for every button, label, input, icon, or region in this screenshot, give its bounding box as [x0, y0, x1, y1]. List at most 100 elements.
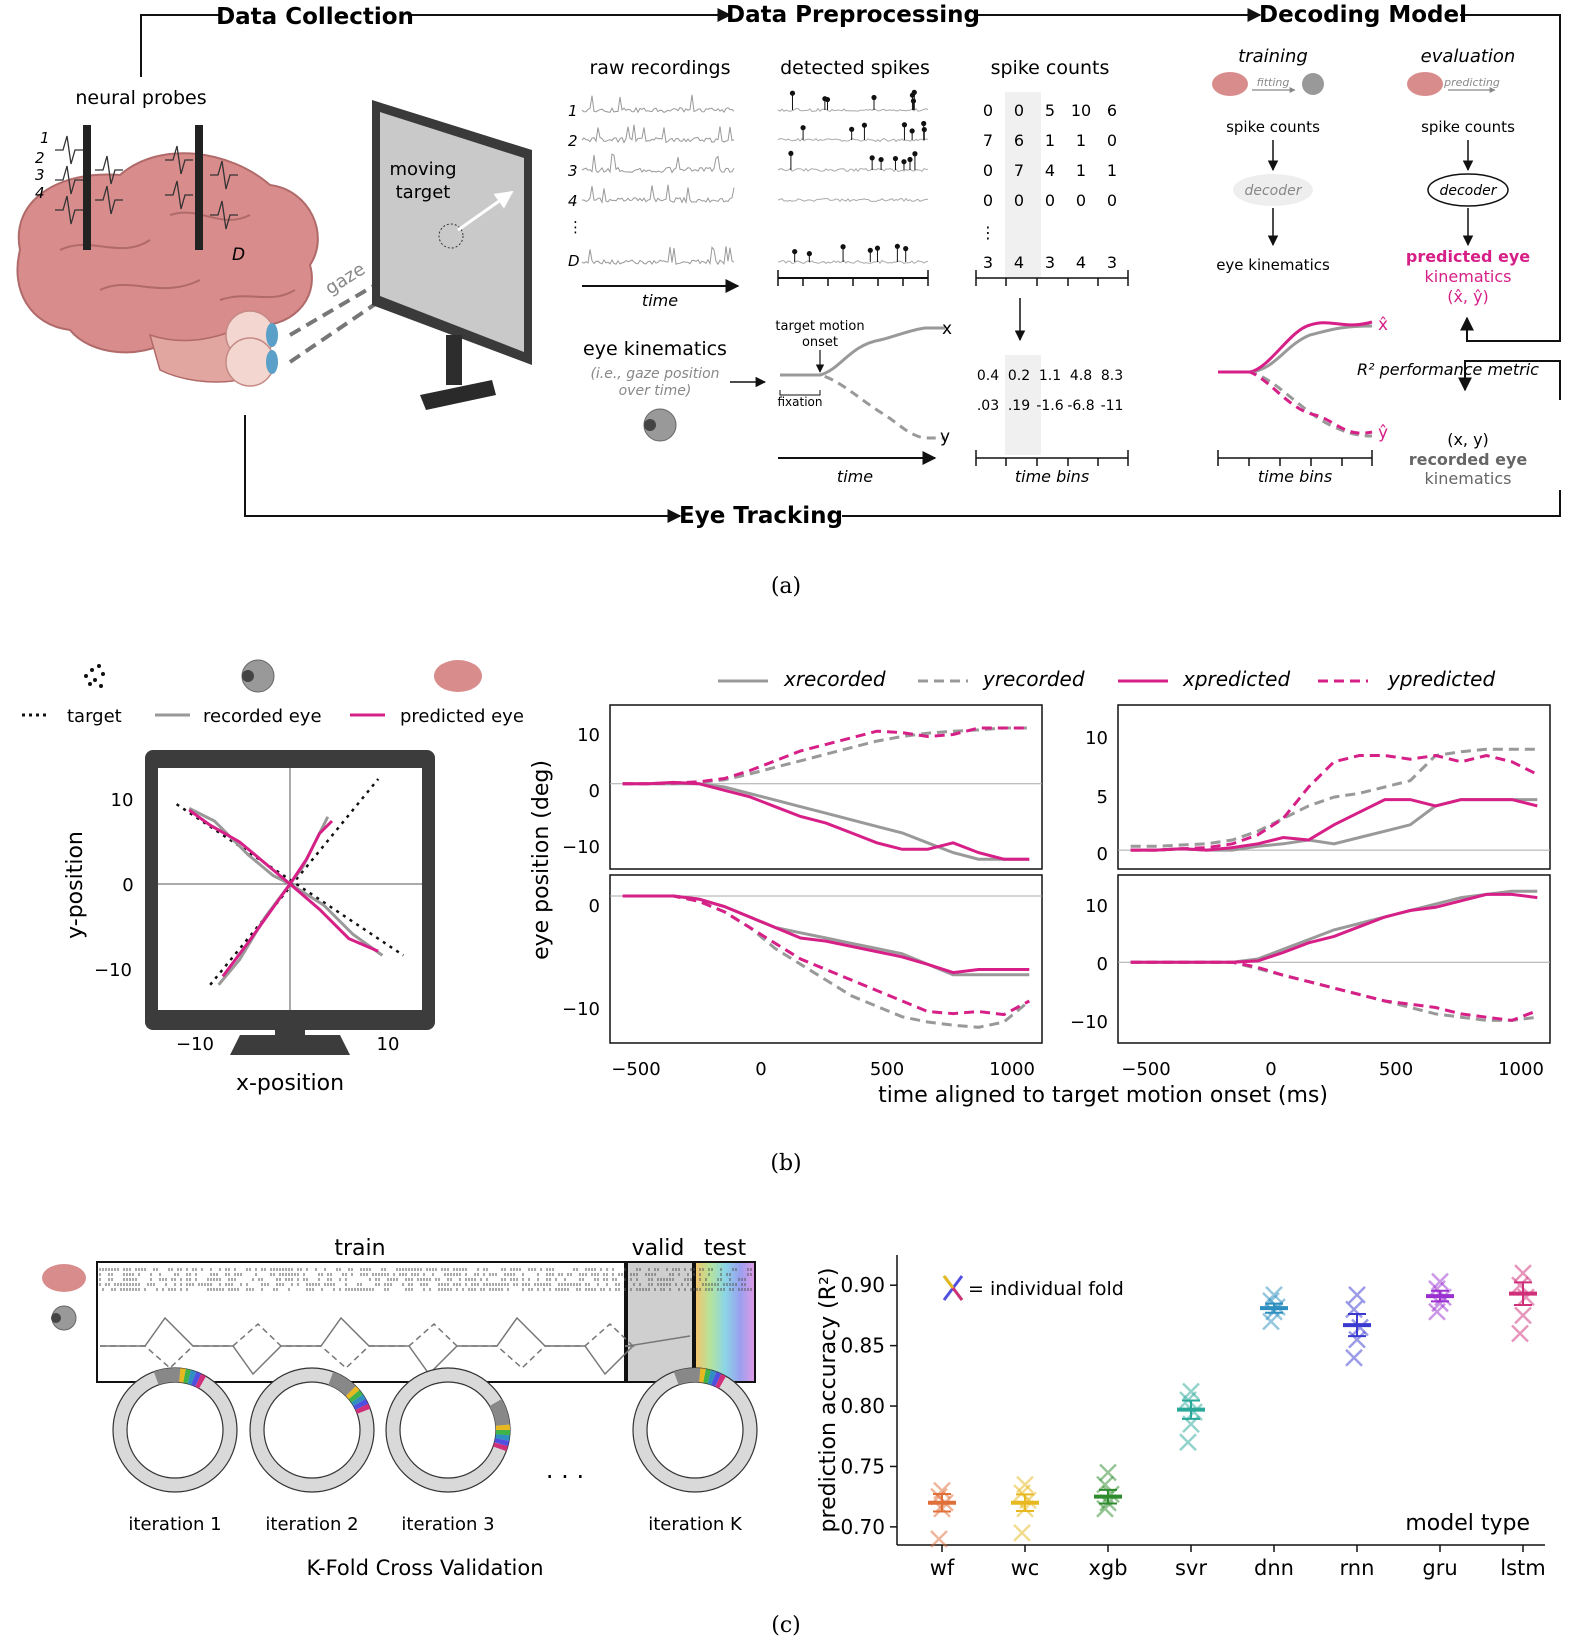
- spike-dot: [921, 121, 926, 126]
- acc-xtick-lstm: lstm: [1500, 1556, 1545, 1580]
- iteration-k-label: iteration K: [648, 1514, 743, 1535]
- raw-trace-row: [582, 125, 734, 143]
- evaluation-label: evaluation: [1421, 46, 1516, 67]
- fold-ring-inner: [264, 1382, 360, 1478]
- valid-segment: [156, 1375, 180, 1378]
- ytick-br-neg10: −10: [1070, 1012, 1108, 1033]
- test-segment: [501, 1440, 502, 1445]
- count-cell: 7: [1014, 161, 1024, 180]
- spike-baseline-row: [778, 169, 928, 172]
- fold-ring-inner: [127, 1382, 223, 1478]
- spike-dot: [895, 244, 900, 249]
- spike-dot: [901, 159, 906, 164]
- count-cell: 5: [1045, 101, 1055, 120]
- spike-dot: [849, 127, 854, 132]
- caption-a: (a): [771, 574, 801, 599]
- y-recorded-line: [1131, 749, 1538, 846]
- spike-traces: [778, 90, 928, 264]
- count-cell: 10: [1071, 101, 1091, 120]
- train-label: train: [334, 1236, 385, 1261]
- fold-marker-rnn: [1352, 1320, 1368, 1336]
- time-label-kin: time: [837, 467, 873, 486]
- eye-kin-note-1: (i.e., gaze position: [590, 366, 719, 382]
- x-predicted-line: [623, 896, 1030, 973]
- acc-xlabel: model type: [1405, 1511, 1530, 1536]
- xtick-r-neg500: −500: [1121, 1059, 1170, 1080]
- legend-eye-icon: [242, 660, 274, 692]
- predicting-label: predicting: [1443, 76, 1500, 89]
- acc-ytick-label: 0.80: [840, 1394, 885, 1418]
- legend-predicted-eye: predicted eye: [400, 706, 524, 727]
- row-label-2: 2: [568, 132, 578, 150]
- count-cell: 0: [983, 191, 993, 210]
- fold-marker-lstm: [1512, 1326, 1528, 1342]
- valid-label: valid: [632, 1236, 685, 1261]
- test-segment: [180, 1375, 185, 1376]
- c-brain-icon: [42, 1264, 86, 1292]
- raw-trace-row: [582, 154, 734, 172]
- count-cell: 1: [1076, 161, 1086, 180]
- spike-dot: [912, 151, 917, 156]
- spike-dot: [911, 98, 916, 103]
- test-segment: [360, 1403, 362, 1407]
- matrix-dots: ⋮: [980, 223, 996, 242]
- kin-cell: -6.8: [1067, 398, 1094, 414]
- count-cell: 1: [1045, 131, 1055, 150]
- count-cell: 0: [983, 101, 993, 120]
- valid-segment: [676, 1375, 700, 1378]
- recorded-eye-label-1: (x, y): [1447, 430, 1489, 449]
- spike-dot: [893, 156, 898, 161]
- x-predicted-line: [1131, 894, 1538, 962]
- panel-c: train valid test iteration 1 iteration 2…: [42, 1236, 1546, 1638]
- count-cell: 0: [1107, 191, 1117, 210]
- acc-ytick-label: 0.90: [840, 1273, 885, 1297]
- spike-dot: [800, 125, 805, 130]
- spike-baseline-row: [778, 139, 928, 142]
- count-cell: 0: [1076, 191, 1086, 210]
- c-eye-icon: [51, 1306, 76, 1330]
- count-cell: 4: [1076, 253, 1086, 272]
- kin-cell: 4.8: [1070, 368, 1092, 384]
- xtick-l-0: 0: [755, 1059, 766, 1080]
- count-cell: 3: [1045, 253, 1055, 272]
- acc-ytick-label: 0.70: [840, 1515, 885, 1539]
- row-label-4: 4: [568, 192, 578, 210]
- time-bins-label-decode: time bins: [1258, 467, 1332, 486]
- flow-data-collection: Data Collection: [216, 4, 414, 30]
- legend-brain-icon: [434, 660, 482, 692]
- eye-icon-a: [644, 409, 676, 441]
- kin-cell: 0.4: [977, 368, 999, 384]
- ytick-tr-0: 0: [1097, 844, 1108, 865]
- kin-cell: -11: [1101, 398, 1124, 414]
- spike-dot: [807, 251, 812, 256]
- subplot-frame: [610, 875, 1042, 1043]
- xy-monitor-plot: [145, 750, 435, 1055]
- count-cell: 1: [1107, 161, 1117, 180]
- test-segment: [351, 1391, 354, 1395]
- count-cell: 0: [1045, 191, 1055, 210]
- kin-cell: 8.3: [1101, 368, 1123, 384]
- y-trace-label: y: [940, 427, 950, 447]
- channel-label-3: 3: [35, 166, 45, 184]
- spike-baseline-row: [778, 109, 928, 112]
- ytick-tl-10: 10: [577, 725, 600, 746]
- flow-decoding-model: Decoding Model: [1259, 2, 1467, 28]
- channel-label-1: 1: [40, 129, 50, 147]
- eval-spike-counts: spike counts: [1421, 118, 1515, 136]
- channel-label-4: 4: [35, 184, 45, 202]
- legend-y-recorded: yrecorded: [982, 667, 1085, 691]
- legend-x-predicted: xpredicted: [1182, 667, 1290, 691]
- count-cell: 0: [1107, 131, 1117, 150]
- y-predicted-line: [623, 896, 1030, 1015]
- spike-dot: [910, 128, 915, 133]
- test-segment: [198, 1380, 202, 1382]
- acc-xtick-rnn: rnn: [1340, 1556, 1375, 1580]
- ellipsis-label: . . .: [546, 1456, 584, 1484]
- fixation-label: fixation: [778, 395, 823, 409]
- ytick-bl-0: 0: [589, 896, 600, 917]
- kin-cell: 1.1: [1039, 368, 1061, 384]
- test-segment: [354, 1395, 357, 1399]
- moving-target-label-1: moving: [389, 159, 456, 180]
- x-trace-label: x: [942, 319, 952, 339]
